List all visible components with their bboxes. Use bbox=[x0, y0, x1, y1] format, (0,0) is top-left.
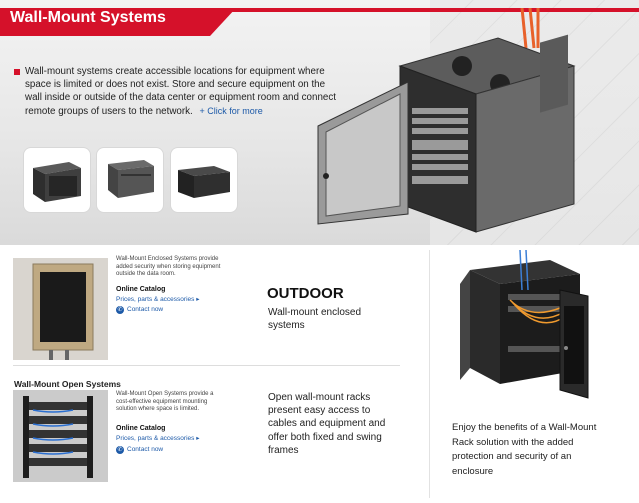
title-bar bbox=[0, 8, 236, 36]
open-catalog-title: Online Catalog bbox=[116, 425, 166, 432]
hero-banner: Wall-Mount Systems Wall-mount systems cr… bbox=[0, 0, 639, 245]
benefits-text: Enjoy the benefits of a Wall-Mount Rack … bbox=[452, 422, 597, 477]
wall-cabinet-thumbnail-3-icon bbox=[178, 166, 230, 198]
open-rack-image bbox=[13, 390, 108, 482]
thumbnail-cabinet-1[interactable] bbox=[24, 148, 90, 212]
open-systems-heading: Wall-Mount Open Systems bbox=[14, 379, 121, 389]
column-divider bbox=[429, 250, 430, 498]
intro-paragraph: Wall-mount systems create accessible loc… bbox=[25, 65, 343, 118]
thumbnail-cabinet-2[interactable] bbox=[97, 148, 163, 212]
enclosed-description: Wall-Mount Enclosed Systems provide adde… bbox=[116, 256, 221, 277]
open-system-photo bbox=[13, 390, 108, 482]
enclosed-system-photo bbox=[13, 258, 108, 360]
enclosed-catalog-title: Online Catalog bbox=[116, 286, 166, 293]
thumbnail-cabinet-3[interactable] bbox=[171, 148, 237, 212]
contact-icon: ✆ bbox=[116, 306, 124, 314]
outdoor-subtitle: Wall-mount enclosed systems bbox=[268, 307, 362, 331]
enclosed-contact-link[interactable]: Contact now bbox=[127, 306, 164, 313]
outdoor-heading: OUTDOOR bbox=[267, 285, 344, 302]
page-title: Wall-Mount Systems bbox=[10, 9, 166, 26]
intro-text: Wall-mount systems create accessible loc… bbox=[25, 66, 336, 117]
open-description: Wall-Mount Open Systems provide a cost-e… bbox=[116, 391, 214, 412]
open-racks-text: Open wall-mount racks present easy acces… bbox=[268, 392, 386, 456]
wall-cabinet-thumbnail-2-icon bbox=[108, 160, 154, 198]
enclosed-cabinet-image bbox=[13, 258, 108, 360]
chevron-right-icon: ▸ bbox=[196, 435, 200, 442]
open-door-enclosure-image bbox=[460, 250, 589, 399]
wall-cabinet-illustration bbox=[317, 8, 576, 233]
chevron-right-icon: ▸ bbox=[196, 296, 200, 303]
open-catalog-link-label: Prices, parts & accessories bbox=[116, 435, 195, 442]
open-catalog-link[interactable]: Prices, parts & accessories ▸ bbox=[116, 434, 199, 442]
section-divider bbox=[13, 365, 400, 366]
title-accent-line bbox=[225, 8, 639, 12]
wall-cabinet-thumbnail-1-icon bbox=[33, 162, 81, 202]
open-contact-link[interactable]: Contact now bbox=[127, 446, 164, 453]
contact-icon: ✆ bbox=[116, 446, 124, 454]
click-for-more-link[interactable]: + Click for more bbox=[199, 105, 263, 116]
bullet-square-icon bbox=[14, 69, 20, 75]
enclosed-catalog-link[interactable]: Prices, parts & accessories ▸ bbox=[116, 295, 199, 303]
enclosed-catalog-link-label: Prices, parts & accessories bbox=[116, 296, 195, 303]
